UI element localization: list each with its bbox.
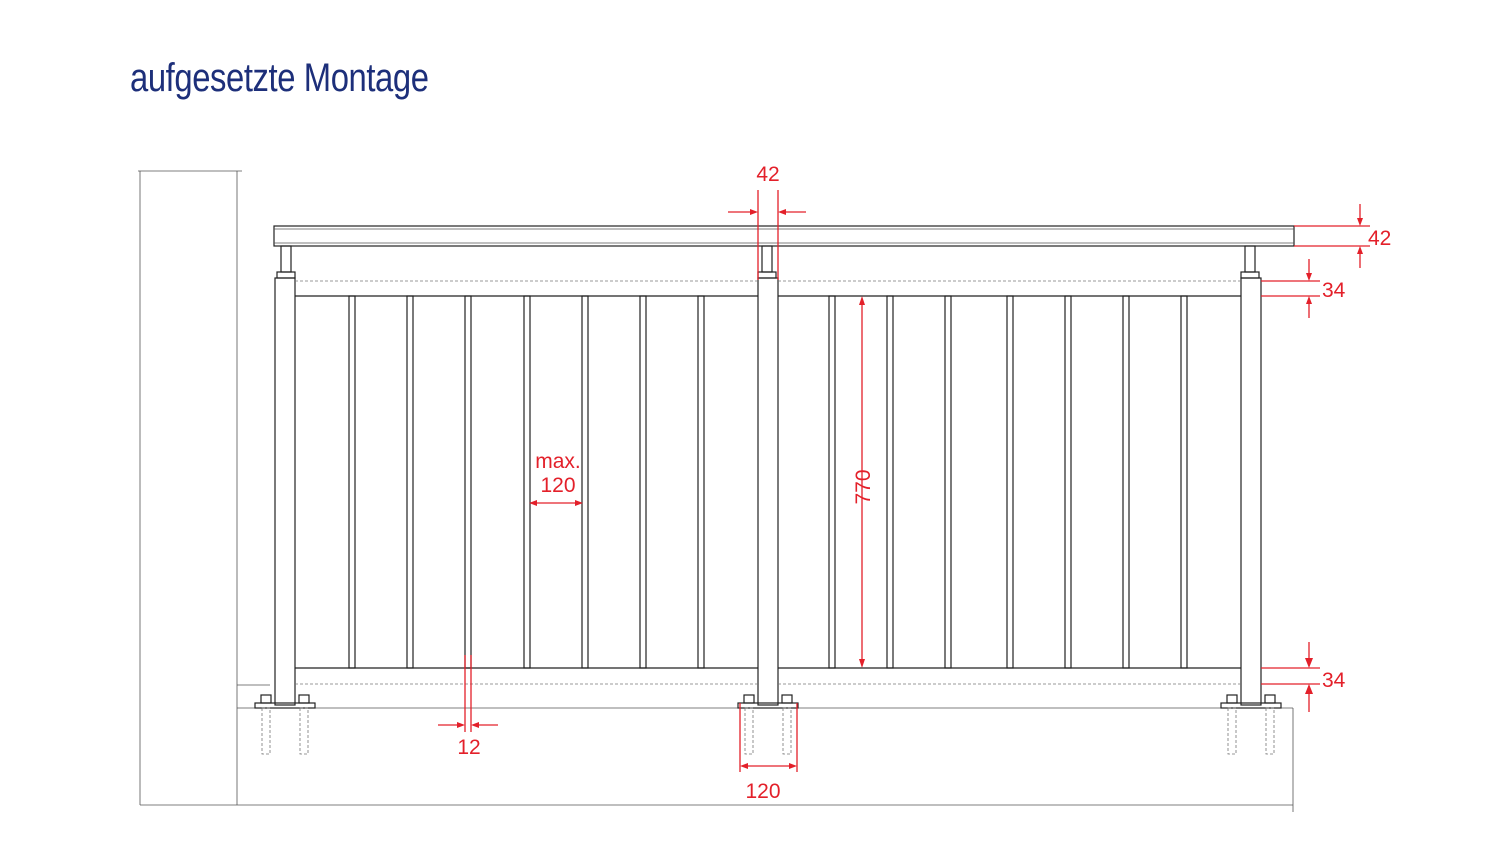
dim-top-rail: 34 — [1261, 259, 1346, 318]
dim-base-plate: 120 — [739, 703, 798, 803]
baluster — [944, 295, 952, 669]
dim-infill-height-label: 770 — [852, 469, 875, 504]
baluster — [523, 295, 531, 669]
dim-infill-height: 770 — [852, 296, 875, 668]
baluster — [581, 295, 589, 669]
baluster — [828, 295, 836, 669]
dim-bar-width: 12 — [438, 655, 498, 759]
dim-post-width: 42 — [728, 163, 806, 280]
wall — [138, 170, 242, 805]
dim-handrail-height-label: 42 — [1368, 227, 1391, 250]
dim-bottom-rail: 34 — [1261, 642, 1346, 712]
posts — [274, 277, 1262, 706]
dim-top-rail-label: 34 — [1322, 279, 1346, 302]
baluster — [697, 295, 705, 669]
baluster — [1006, 295, 1014, 669]
dim-bar-gap-label: 120 — [540, 474, 575, 497]
handrail — [273, 225, 1295, 247]
dim-post-width-label: 42 — [756, 163, 779, 186]
page-title: aufgesetzte Montage — [130, 56, 429, 100]
dim-bar-width-label: 12 — [457, 736, 480, 759]
floor-slab — [140, 684, 1294, 812]
baluster — [1064, 295, 1072, 669]
dim-bar-gap-prefix: max. — [535, 450, 581, 473]
rails — [295, 280, 1241, 685]
dim-bottom-rail-label: 34 — [1322, 669, 1346, 692]
balusters — [348, 295, 1188, 669]
dim-handrail-height: 42 — [1294, 204, 1391, 268]
handrail-supports — [276, 245, 1260, 279]
baluster — [886, 295, 894, 669]
dim-bar-gap: max. 120 — [529, 450, 583, 506]
baluster — [406, 295, 414, 669]
base-plates — [254, 694, 1282, 755]
baluster — [1180, 295, 1188, 669]
baluster — [464, 295, 472, 669]
baluster — [348, 295, 356, 669]
baluster — [1122, 295, 1130, 669]
baluster — [639, 295, 647, 669]
dim-base-plate-label: 120 — [745, 780, 780, 803]
